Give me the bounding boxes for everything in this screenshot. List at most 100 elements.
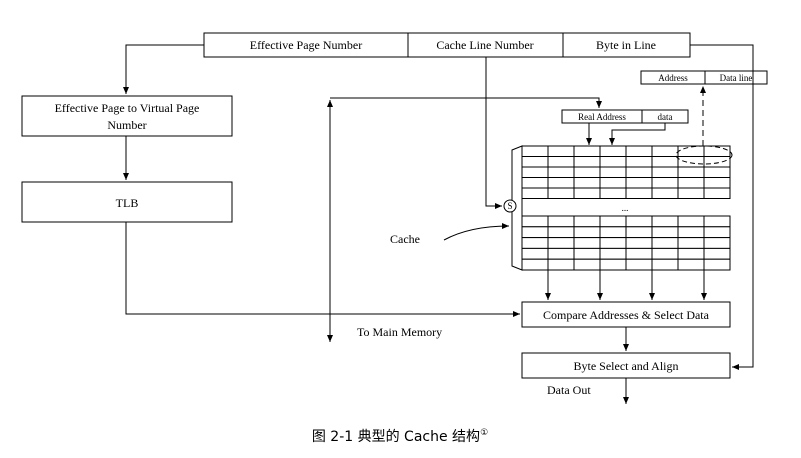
cache-upper-cell bbox=[547, 177, 575, 189]
legend-data-line-label: Data line bbox=[720, 73, 753, 83]
cache-lower-cell bbox=[599, 247, 627, 260]
cache-lower-cell bbox=[521, 237, 549, 249]
cache-upper-cell bbox=[703, 145, 731, 157]
cache-lower-cell bbox=[651, 215, 679, 228]
cache-lower-cell bbox=[573, 226, 601, 239]
legend: Address Data line bbox=[640, 70, 768, 85]
cache-lower-cell bbox=[677, 215, 705, 228]
cache-lower-cell bbox=[651, 237, 679, 249]
connectors bbox=[123, 44, 754, 404]
bus-to-real-address-arrow bbox=[330, 97, 602, 108]
cache-lower-cell bbox=[703, 226, 731, 239]
cache-label: Cache bbox=[390, 232, 420, 246]
cache-upper-cell bbox=[703, 166, 731, 178]
cache-lower-cell bbox=[677, 226, 705, 239]
cache-lower-cell bbox=[625, 258, 653, 271]
cache-upper-cell bbox=[599, 187, 627, 199]
cache-lower-cell bbox=[573, 215, 601, 228]
cache-line-number-label: Cache Line Number bbox=[436, 38, 533, 52]
cache-lower-cell bbox=[625, 247, 653, 260]
cache-lower-cell bbox=[599, 237, 627, 249]
cache-upper-cell bbox=[651, 145, 679, 157]
cache-upper-cell bbox=[521, 166, 549, 178]
cache-lower-cell bbox=[599, 215, 627, 228]
cache-lower-cell bbox=[677, 258, 705, 271]
legend-address-label: Address bbox=[658, 73, 688, 83]
cache-lower-cell bbox=[625, 226, 653, 239]
figure-caption-footnote-mark: ① bbox=[480, 428, 488, 438]
cache-upper-cell bbox=[625, 177, 653, 189]
cache-upper-cell bbox=[547, 156, 575, 168]
cache-upper-cell bbox=[677, 187, 705, 199]
cache-upper-cell bbox=[703, 156, 731, 168]
cache-lower-cell bbox=[573, 237, 601, 249]
ep-to-vp-label-line1: Effective Page to Virtual Page bbox=[55, 101, 200, 115]
cache-upper-cell bbox=[573, 166, 601, 178]
compare-select-label: Compare Addresses & Select Data bbox=[543, 308, 710, 322]
cache-upper-cell bbox=[599, 145, 627, 157]
tlb-to-compare-arrow bbox=[125, 222, 520, 317]
cache-lower-cell bbox=[547, 237, 575, 249]
cache-upper-cell bbox=[625, 156, 653, 168]
compare-select-box bbox=[521, 301, 731, 328]
tlb-box bbox=[21, 181, 233, 223]
cache-upper-cell bbox=[521, 145, 549, 157]
cache-upper-cell bbox=[547, 187, 575, 199]
byte-in-line-to-byte-select-arrow bbox=[690, 44, 754, 370]
cache-lower-cell bbox=[651, 247, 679, 260]
data-to-cache-arrow bbox=[609, 123, 666, 145]
cache-pointer-arrow bbox=[443, 223, 510, 241]
cache-rows-upper bbox=[521, 145, 731, 199]
line-number-to-selector-arrow bbox=[485, 57, 502, 209]
cache-lower-cell bbox=[703, 258, 731, 271]
cache-lower-cell bbox=[521, 226, 549, 239]
cache-upper-cell bbox=[573, 177, 601, 189]
byte-in-line-label: Byte in Line bbox=[596, 38, 656, 52]
selector-label: S bbox=[507, 201, 512, 211]
cache-lower-cell bbox=[651, 258, 679, 271]
cache-lower-cell bbox=[651, 226, 679, 239]
ep-to-vp-box bbox=[21, 95, 233, 137]
cache-upper-cell bbox=[651, 177, 679, 189]
cache-lower-cell bbox=[521, 258, 549, 271]
cache-lower-cell bbox=[599, 226, 627, 239]
cache-upper-cell bbox=[651, 187, 679, 199]
tlb-label: TLB bbox=[116, 196, 139, 210]
cache-upper-cell bbox=[599, 156, 627, 168]
legend-data-line-cell bbox=[704, 70, 768, 85]
cache-array: ... bbox=[511, 145, 733, 271]
cache-lower-cell bbox=[599, 258, 627, 271]
cache-upper-cell bbox=[651, 156, 679, 168]
cache-lower-cell bbox=[677, 247, 705, 260]
cache-lower-cell bbox=[521, 215, 549, 228]
cache-upper-cell bbox=[573, 145, 601, 157]
cache-lower-cell bbox=[547, 226, 575, 239]
cache-upper-cell bbox=[521, 156, 549, 168]
cache-upper-cell bbox=[625, 145, 653, 157]
cache-lower-cell bbox=[703, 247, 731, 260]
cache-lower-cell bbox=[547, 258, 575, 271]
cache-upper-cell bbox=[599, 177, 627, 189]
cache-upper-cell bbox=[677, 145, 705, 157]
cache-lower-cell bbox=[547, 247, 575, 260]
cache-upper-cell bbox=[703, 177, 731, 189]
cache-lower-cell bbox=[625, 237, 653, 249]
effective-page-number-label: Effective Page Number bbox=[250, 38, 362, 52]
cache-upper-cell bbox=[547, 145, 575, 157]
cache-lower-cell bbox=[625, 215, 653, 228]
real-address-label: Real Address bbox=[578, 112, 626, 122]
cache-lower-cell bbox=[677, 237, 705, 249]
cache-rows-lower bbox=[521, 215, 731, 271]
cache-lower-cell bbox=[573, 258, 601, 271]
data-header-label: data bbox=[658, 112, 673, 122]
cache-lower-cell bbox=[703, 237, 731, 249]
byte-select-label: Byte Select and Align bbox=[574, 359, 679, 373]
cache-upper-cell bbox=[651, 166, 679, 178]
cache-upper-cell bbox=[573, 156, 601, 168]
cache-ellipsis: ... bbox=[622, 203, 629, 213]
cache-upper-cell bbox=[599, 166, 627, 178]
cache-lower-cell bbox=[521, 247, 549, 260]
cache-upper-cell bbox=[677, 177, 705, 189]
cache-upper-cell bbox=[677, 156, 705, 168]
